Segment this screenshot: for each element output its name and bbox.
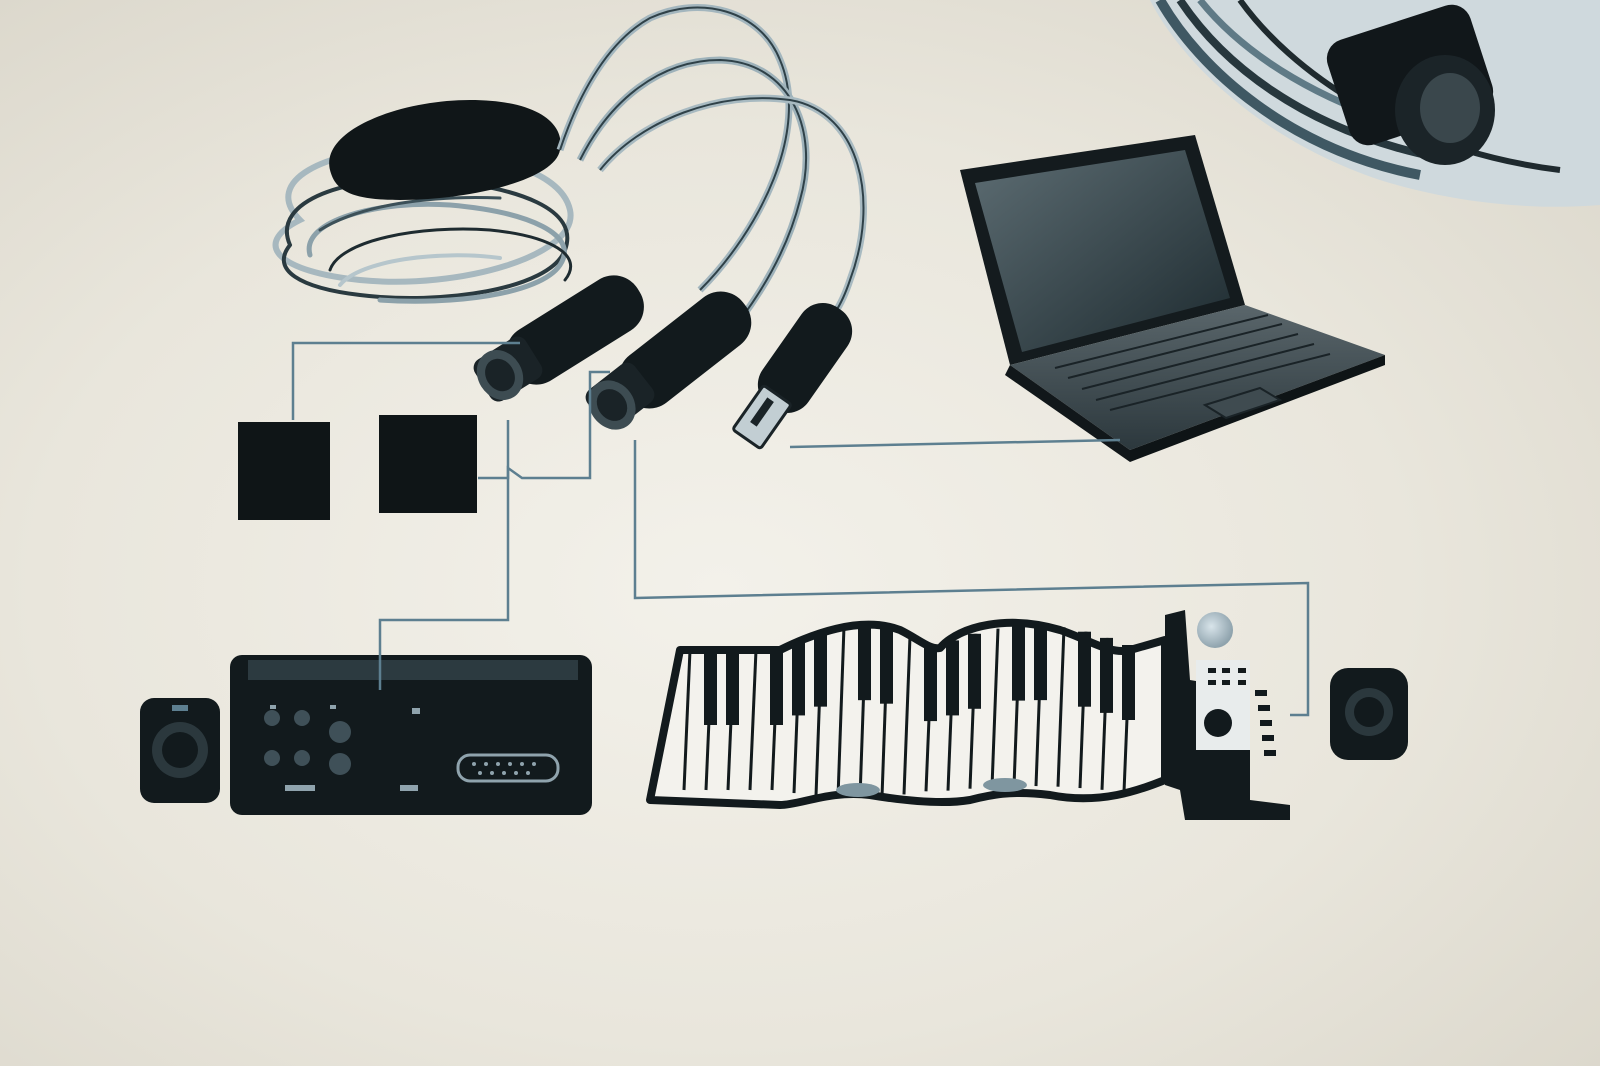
piano-black-key: [858, 625, 871, 701]
sound-module: [230, 655, 592, 815]
piano-keyboard-icon: [646, 610, 1290, 820]
db25-port-icon: [456, 753, 560, 783]
din-connector-icon: [585, 291, 752, 430]
wire-cable-to-left-box: [291, 341, 520, 420]
laptop-keyboard: [1054, 314, 1331, 411]
laptop-touchpad: [1202, 386, 1283, 420]
usb-connector-icon: [732, 303, 853, 450]
piano-black-key: [1034, 625, 1047, 701]
midi-out-plug: [585, 291, 752, 430]
piano-volume-knob-icon: [1204, 709, 1232, 737]
wire-midi-out-to-piano: [633, 440, 1310, 717]
piano-white-key-divider: [682, 649, 692, 791]
midi-socket-icon: [1330, 668, 1408, 760]
piano-speaker-icon: [1197, 612, 1233, 648]
piano-white-key-divider: [836, 626, 846, 798]
piano-white-key-divider: [1056, 627, 1066, 787]
laptop-screen: [975, 150, 1230, 352]
piano-black-key: [704, 650, 717, 725]
din-connector-icon: [473, 275, 644, 402]
midi-box-right: [379, 415, 477, 513]
corner-cable-coil-icon: [1150, 0, 1600, 207]
piano-white-key-divider: [990, 628, 1000, 788]
wire-usb-to-laptop: [789, 438, 1121, 449]
piano-black-key: [792, 640, 805, 716]
piano-midi-port: [1330, 668, 1408, 760]
usb-plug: [732, 303, 853, 450]
laptop: [960, 135, 1385, 462]
wire-midi-in-to-right-box: [478, 370, 610, 480]
piano-black-key: [880, 628, 893, 704]
wire-midi-in-to-sound-module: [378, 420, 510, 690]
midi-in-plug: [473, 275, 644, 402]
piano-black-key: [726, 650, 739, 725]
piano-black-key: [770, 650, 783, 725]
midi-box-left: [238, 422, 330, 520]
adapter-body-icon: [329, 100, 561, 200]
connection-lines: [291, 341, 1310, 717]
piano-black-key: [924, 646, 937, 722]
roll-up-piano: [646, 610, 1290, 820]
sound-module-icon: [230, 655, 592, 815]
piano-black-key: [1122, 645, 1135, 720]
piano-black-key: [1078, 631, 1091, 707]
laptop-icon: [960, 135, 1385, 462]
piano-black-key: [1100, 637, 1113, 713]
sound-module-midi-port: [140, 698, 220, 803]
piano-black-key: [1012, 625, 1025, 701]
piano-black-key: [968, 633, 981, 709]
midi-socket-icon: [140, 698, 220, 803]
midi-usb-interface-cable: [272, 4, 867, 333]
piano-black-key: [814, 631, 827, 707]
piano-white-key-divider: [902, 636, 912, 795]
piano-button-grid: [1208, 668, 1276, 756]
piano-white-key-divider: [748, 649, 758, 791]
piano-black-key: [946, 640, 959, 716]
